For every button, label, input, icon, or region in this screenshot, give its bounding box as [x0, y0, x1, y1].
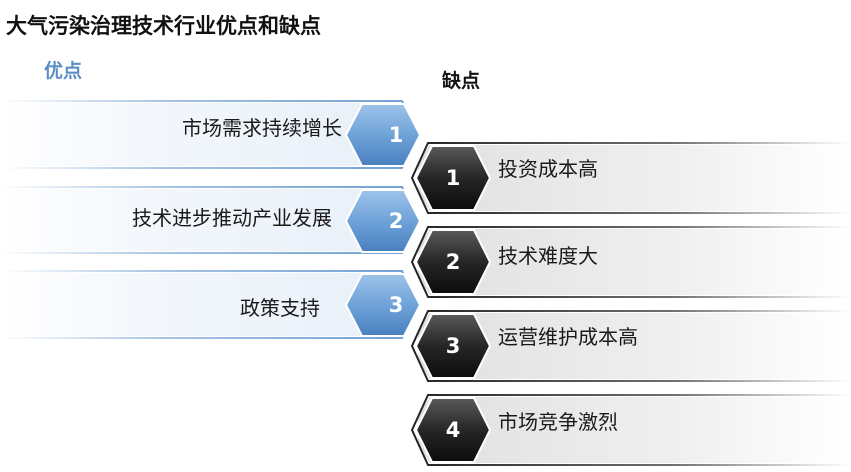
pro-hex-2	[344, 189, 422, 253]
con-item-3-number: 3	[445, 334, 461, 358]
page-title: 大气污染治理技术行业优点和缺点	[6, 14, 321, 38]
con-hex-3	[414, 313, 492, 379]
pro-item-3-label: 政策支持	[240, 296, 320, 320]
cons-heading: 缺点	[442, 70, 481, 92]
con-bar-3	[410, 310, 851, 382]
pro-item-1-label: 市场需求持续增长	[182, 116, 342, 140]
pro-hex-1	[344, 103, 422, 167]
con-bar-1	[410, 142, 851, 214]
pro-item-2-label: 技术进步推动产业发展	[132, 206, 332, 230]
pro-item-1-number: 1	[388, 123, 404, 147]
con-item-2-number: 2	[445, 250, 461, 274]
con-hex-2	[414, 229, 492, 295]
con-item-4-label: 市场竞争激烈	[498, 410, 618, 434]
con-item-3-label: 运营维护成本高	[498, 325, 638, 349]
con-item-2-label: 技术难度大	[498, 244, 598, 268]
pros-heading: 优点	[44, 60, 83, 82]
con-item-1-label: 投资成本高	[498, 157, 598, 181]
pro-hex-3	[344, 273, 422, 337]
con-item-4-number: 4	[445, 418, 461, 442]
con-bar-4	[410, 394, 851, 466]
pro-item-2-number: 2	[388, 209, 404, 233]
con-bar-2	[410, 226, 851, 298]
con-item-1-number: 1	[445, 166, 461, 190]
pro-item-3-number: 3	[388, 293, 404, 317]
con-hex-4	[414, 397, 492, 463]
con-hex-1	[414, 145, 492, 211]
